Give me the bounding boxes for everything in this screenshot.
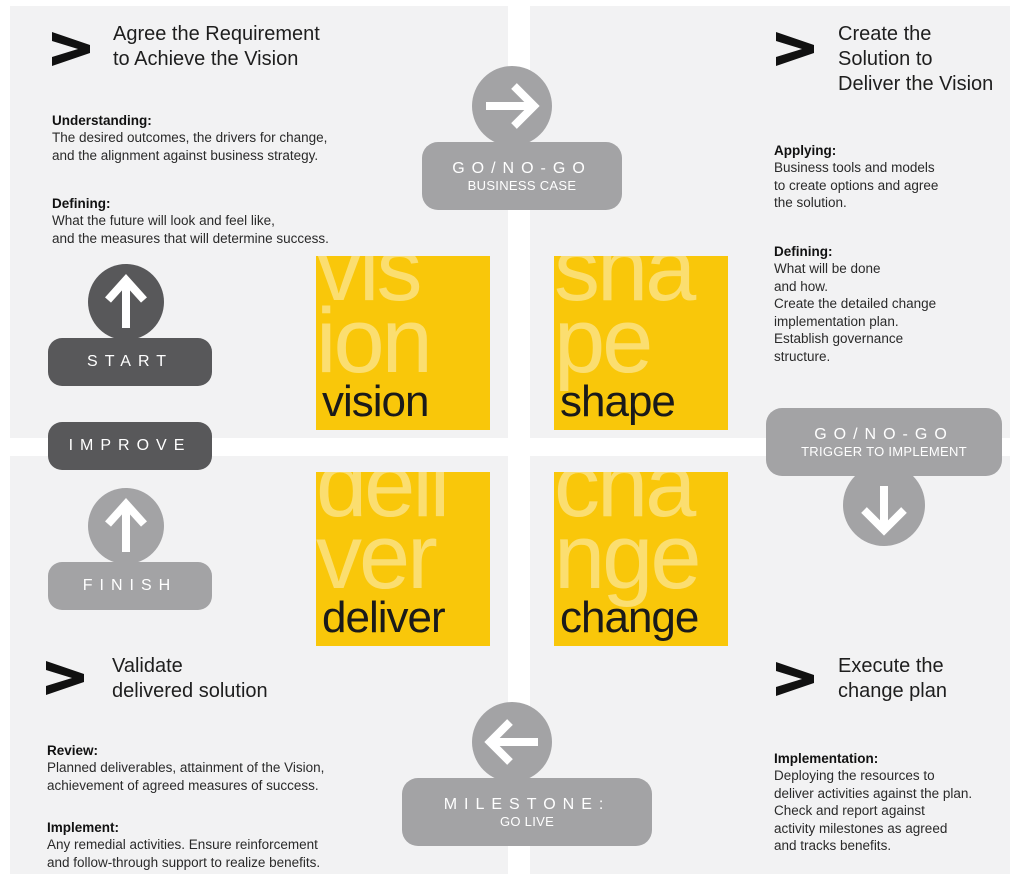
block-text: Any remedial activities. Ensure reinforc… [47,837,321,870]
gate-milestone-go-live[interactable]: MILESTONE: GO LIVE [402,778,652,846]
chevron-icon [776,32,814,66]
tile-bg-text: nge [554,506,701,608]
tile-change: cha nge change [554,472,728,646]
tile-label-change: change [560,593,699,642]
start-circle [88,264,164,340]
block-understanding: Understanding: The desired outcomes, the … [52,94,327,164]
start-button[interactable]: START [48,338,212,386]
milestone-circle [472,702,552,782]
gate-sub-label: TRIGGER TO IMPLEMENT [801,443,967,459]
block-title: Applying: [774,142,837,158]
gate-sub-label: BUSINESS CASE [467,177,577,193]
heading-agree-requirement: Agree the Requirement to Achieve the Vis… [113,23,320,70]
start-label: START [87,353,173,370]
gate-trigger-to-implement[interactable]: GO/NO-GO TRIGGER TO IMPLEMENT [766,408,1002,476]
arrow-up-icon [105,274,147,328]
chevron-icon [776,662,814,696]
tile-shape: sha pe shape [554,256,728,430]
block-title: Implementation: [774,750,879,766]
tile-bg-text: ver [316,506,438,608]
tile-bg-text: deli [316,472,450,536]
block-text: What will be done and how. Create the de… [774,261,937,364]
arrow-down-icon [861,486,907,536]
block-title: Implement: [47,819,120,835]
improve-label: IMPROVE [68,437,192,454]
block-implement: Implement: Any remedial activities. Ensur… [47,801,320,871]
tile-bg-text: ion [316,290,433,392]
arrow-left-icon [484,719,538,765]
business-case-circle [472,66,552,146]
heading-create-solution: Create the Solution to Deliver the Visio… [838,23,994,95]
block-defining-plan: Defining: What will be done and how. Crea… [774,225,936,365]
heading-execute: Execute the change plan [838,655,947,702]
block-review: Review: Planned deliverables, attainment … [47,724,324,794]
block-text: The desired outcomes, the drivers for ch… [52,130,328,163]
finish-circle [88,488,164,564]
block-text: Deploying the resources to deliver activ… [774,768,973,853]
finish-label: FINISH [82,577,178,594]
tile-bg-text: vis [316,256,422,320]
gate-main-label: GO/NO-GO [814,425,954,443]
block-text: What the future will look and feel like,… [52,213,329,246]
tile-deliver: deli ver deliver [316,472,490,646]
block-applying: Applying: Business tools and models to cr… [774,124,938,212]
tile-label-shape: shape [560,377,676,426]
tile-label-deliver: deliver [322,593,446,642]
trigger-circle [843,464,925,546]
gate-main-label: MILESTONE: [443,795,611,813]
gate-sub-label: GO LIVE [499,813,555,829]
tile-bg-text: sha [554,256,696,320]
block-defining-vision: Defining: What the future will look and f… [52,177,329,247]
gate-main-label: GO/NO-GO [452,159,592,177]
tile-bg-text: cha [554,472,696,536]
block-title: Defining: [52,195,111,211]
finish-button[interactable]: FINISH [48,562,212,610]
block-title: Review: [47,742,99,758]
block-implementation: Implementation: Deploying the resources t… [774,732,972,855]
chevron-icon [46,661,84,695]
heading-validate: Validate delivered solution [112,655,268,702]
tile-bg-text: pe [554,290,653,392]
improve-button[interactable]: IMPROVE [48,422,212,470]
chevron-icon [52,32,90,66]
arrow-right-icon [486,83,540,129]
tile-label-vision: vision [322,377,429,426]
tile-vision: vis ion vision [316,256,490,430]
block-title: Defining: [774,243,833,259]
arrow-up-icon [105,498,147,552]
block-text: Planned deliverables, attainment of the … [47,760,325,793]
block-text: Business tools and models to create opti… [774,160,939,210]
gate-business-case[interactable]: GO/NO-GO BUSINESS CASE [422,142,622,210]
block-title: Understanding: [52,112,152,128]
